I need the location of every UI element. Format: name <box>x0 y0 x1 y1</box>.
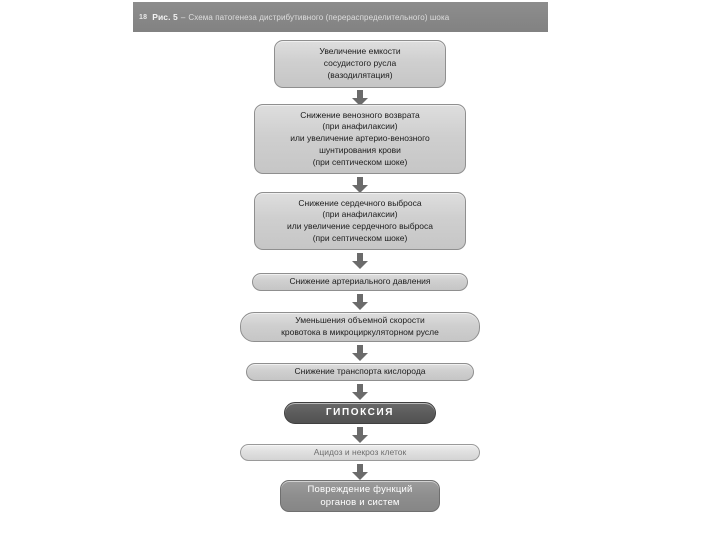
flow-node-blood-pressure: Снижение артериального давления <box>252 273 468 291</box>
node-line: Снижение транспорта кислорода <box>294 366 426 377</box>
flow-row-1: Увеличение емкости сосудистого русла (ва… <box>0 40 720 88</box>
down-arrow-icon <box>352 384 368 400</box>
flowchart-canvas: Увеличение емкости сосудистого русла (ва… <box>0 32 720 540</box>
node-line: органов и систем <box>320 497 400 508</box>
flow-row-4: Снижение артериального давления <box>0 273 720 291</box>
node-line: (при анафилаксии) <box>322 121 398 132</box>
down-arrow-icon <box>352 90 368 106</box>
figure-caption-text: Схема патогенеза дистрибутивного (перера… <box>188 12 450 22</box>
flow-row-6: Снижение транспорта кислорода <box>0 363 720 381</box>
figure-label: Рис. 5 <box>152 12 178 22</box>
page-number: 18 <box>139 13 148 21</box>
flow-arrow-4 <box>0 294 720 310</box>
flow-row-3: Снижение сердечного выброса (при анафила… <box>0 192 720 250</box>
node-line: сосудистого русла <box>323 58 397 69</box>
node-line: или увеличение сердечного выброса <box>286 221 434 231</box>
node-line: (при септическом шоке) <box>312 156 408 167</box>
flow-node-organ-damage: Повреждение функций органов и систем <box>280 480 440 512</box>
down-arrow-icon <box>352 427 368 443</box>
flow-row-8: Ацидоз и некроз клеток <box>0 444 720 461</box>
node-line: шунтирования крови <box>319 144 401 155</box>
down-arrow-icon <box>352 345 368 361</box>
node-line: ГИПОКСИЯ <box>325 407 395 419</box>
flow-arrow-7 <box>0 427 720 443</box>
flow-row-5: Уменьшения объемной скорости кровотока в… <box>0 312 720 342</box>
node-line: Уменьшения объемной скорости <box>295 315 425 326</box>
node-line: Снижение артериального давления <box>289 276 431 287</box>
flow-node-acidosis-necrosis: Ацидоз и некроз клеток <box>240 444 480 461</box>
flow-arrow-8 <box>0 464 720 480</box>
flow-arrow-6 <box>0 384 720 400</box>
flow-row-2: Снижение венозного возврата (при анафила… <box>0 104 720 174</box>
caption-dash: – <box>180 12 186 22</box>
node-line: кровотока в микроциркуляторном русле <box>281 327 439 337</box>
node-line: Снижение венозного возврата <box>300 109 420 120</box>
flow-node-venous-return: Снижение венозного возврата (при анафила… <box>254 104 466 174</box>
flow-node-hypoxia: ГИПОКСИЯ <box>284 402 436 424</box>
down-arrow-icon <box>352 177 368 193</box>
flow-node-vasodilation: Увеличение емкости сосудистого русла (ва… <box>274 40 446 88</box>
node-line: (вазодилятация) <box>327 69 393 80</box>
flow-row-7: ГИПОКСИЯ <box>0 402 720 424</box>
node-line: Увеличение емкости <box>319 46 401 57</box>
node-line: (при септическом шоке) <box>312 232 408 243</box>
figure-caption-bar: 18 Рис. 5 – Схема патогенеза дистрибутив… <box>133 2 548 32</box>
flow-node-cardiac-output: Снижение сердечного выброса (при анафила… <box>254 192 466 250</box>
flow-arrow-2 <box>0 177 720 193</box>
flow-node-microcirculation: Уменьшения объемной скорости кровотока в… <box>240 312 480 342</box>
down-arrow-icon <box>352 294 368 310</box>
flow-arrow-3 <box>0 253 720 269</box>
node-line: Ацидоз и некроз клеток <box>313 446 407 457</box>
node-line: или увеличение артерио-венозного <box>290 133 430 144</box>
node-line: Снижение сердечного выброса <box>298 197 422 208</box>
flow-arrow-1 <box>0 90 720 106</box>
node-line: Повреждение функций <box>307 483 413 495</box>
flow-row-9: Повреждение функций органов и систем <box>0 480 720 512</box>
down-arrow-icon <box>352 253 368 269</box>
flow-arrow-5 <box>0 345 720 361</box>
node-line: (при анафилаксии) <box>322 209 398 220</box>
flow-node-oxygen-transport: Снижение транспорта кислорода <box>246 363 474 381</box>
down-arrow-icon <box>352 464 368 480</box>
